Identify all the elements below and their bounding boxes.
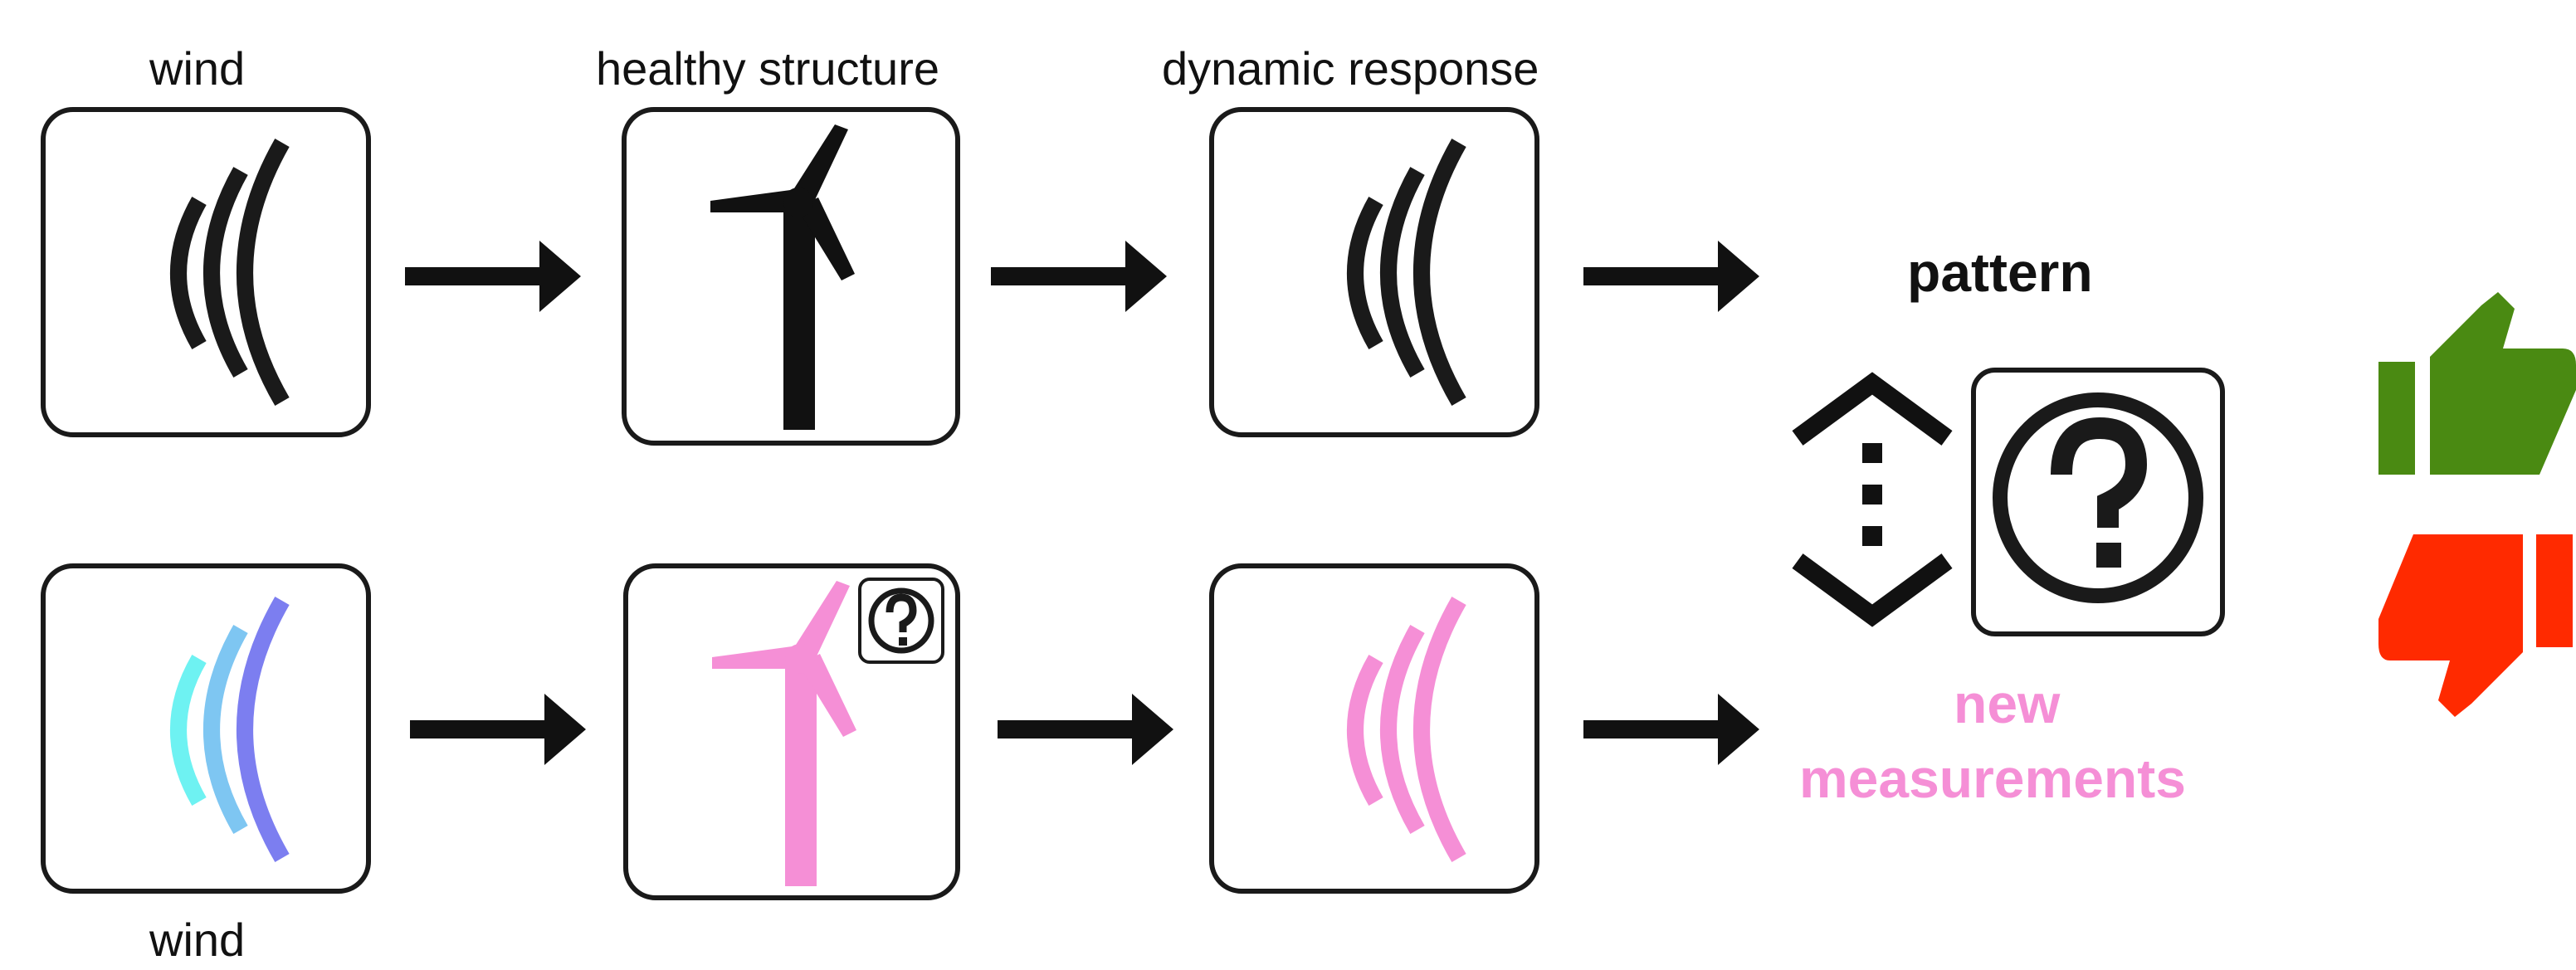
- label-wind-top: wind: [149, 42, 246, 95]
- wind-turbine-measured-icon: [712, 581, 856, 886]
- label-pattern: pattern: [1907, 241, 2093, 303]
- wind-waves-icon: [170, 139, 290, 407]
- arrow-top-2: [991, 241, 1167, 312]
- question-mark-icon: [2051, 417, 2148, 568]
- wind-turbine-icon: [710, 124, 855, 430]
- compare-arrows-icon: [1792, 372, 1953, 627]
- arrow-top-1: [405, 241, 581, 312]
- question-box: [1971, 368, 2225, 636]
- response-waves-measured-icon: [1347, 597, 1466, 863]
- label-new-measurements-line1: new: [1954, 673, 2061, 734]
- question-mark-icon: [886, 593, 917, 646]
- arrow-bottom-1: [410, 694, 586, 765]
- wind-box-top: [41, 107, 371, 437]
- label-wind-bottom: wind: [149, 914, 246, 966]
- response-waves-icon: [1347, 139, 1466, 407]
- thumbs-down-icon: [2378, 534, 2573, 717]
- arrow-top-3: [1583, 241, 1759, 312]
- arrow-bottom-2: [998, 694, 1173, 765]
- label-new-measurements-line2: measurements: [1799, 748, 2186, 809]
- unknown-structure-box: [623, 563, 960, 900]
- wind-waves-colored-icon: [170, 597, 290, 863]
- small-question-badge: [858, 578, 944, 664]
- healthy-structure-box: [622, 107, 960, 446]
- dynamic-response-box-top: [1209, 107, 1539, 437]
- thumbs-up-icon: [2378, 292, 2576, 475]
- dynamic-response-box-bottom: [1209, 563, 1539, 894]
- wind-box-bottom: [41, 563, 371, 894]
- arrow-bottom-3: [1583, 694, 1759, 765]
- label-dynamic-response: dynamic response: [1162, 42, 1539, 95]
- label-healthy-structure: healthy structure: [596, 42, 939, 95]
